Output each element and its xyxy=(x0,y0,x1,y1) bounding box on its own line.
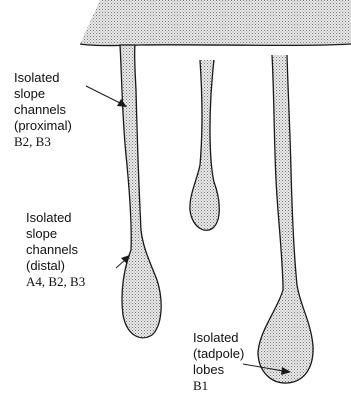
label-proximal-line-3: channels xyxy=(14,102,72,118)
label-tadpole-line-2: (tadpole) xyxy=(193,346,244,362)
label-tadpole: Isolated (tadpole) lobes B1 xyxy=(193,330,244,394)
label-distal: Isolated slope channels (distal) A4, B2,… xyxy=(26,210,85,290)
label-tadpole-line-1: Isolated xyxy=(193,330,244,346)
label-distal-line-1: Isolated xyxy=(26,210,85,226)
label-distal-line-3: channels xyxy=(26,242,85,258)
channel-short-lobe xyxy=(190,60,219,230)
channel-distal xyxy=(120,45,161,338)
label-tadpole-codes: B1 xyxy=(193,378,244,394)
label-proximal-codes: B2, B3 xyxy=(14,134,72,150)
label-distal-line-2: slope xyxy=(26,226,85,242)
label-distal-line-4: (distal) xyxy=(26,258,85,274)
label-proximal-line-4: (proximal) xyxy=(14,118,72,134)
label-distal-codes: A4, B2, B3 xyxy=(26,274,85,290)
arrow-proximal xyxy=(86,86,127,107)
channel-tadpole-lobe xyxy=(258,55,313,383)
label-proximal: Isolated slope channels (proximal) B2, B… xyxy=(14,70,72,150)
label-tadpole-line-3: lobes xyxy=(193,362,244,378)
label-proximal-line-2: slope xyxy=(14,86,72,102)
shelf-band xyxy=(80,0,351,46)
label-proximal-line-1: Isolated xyxy=(14,70,72,86)
